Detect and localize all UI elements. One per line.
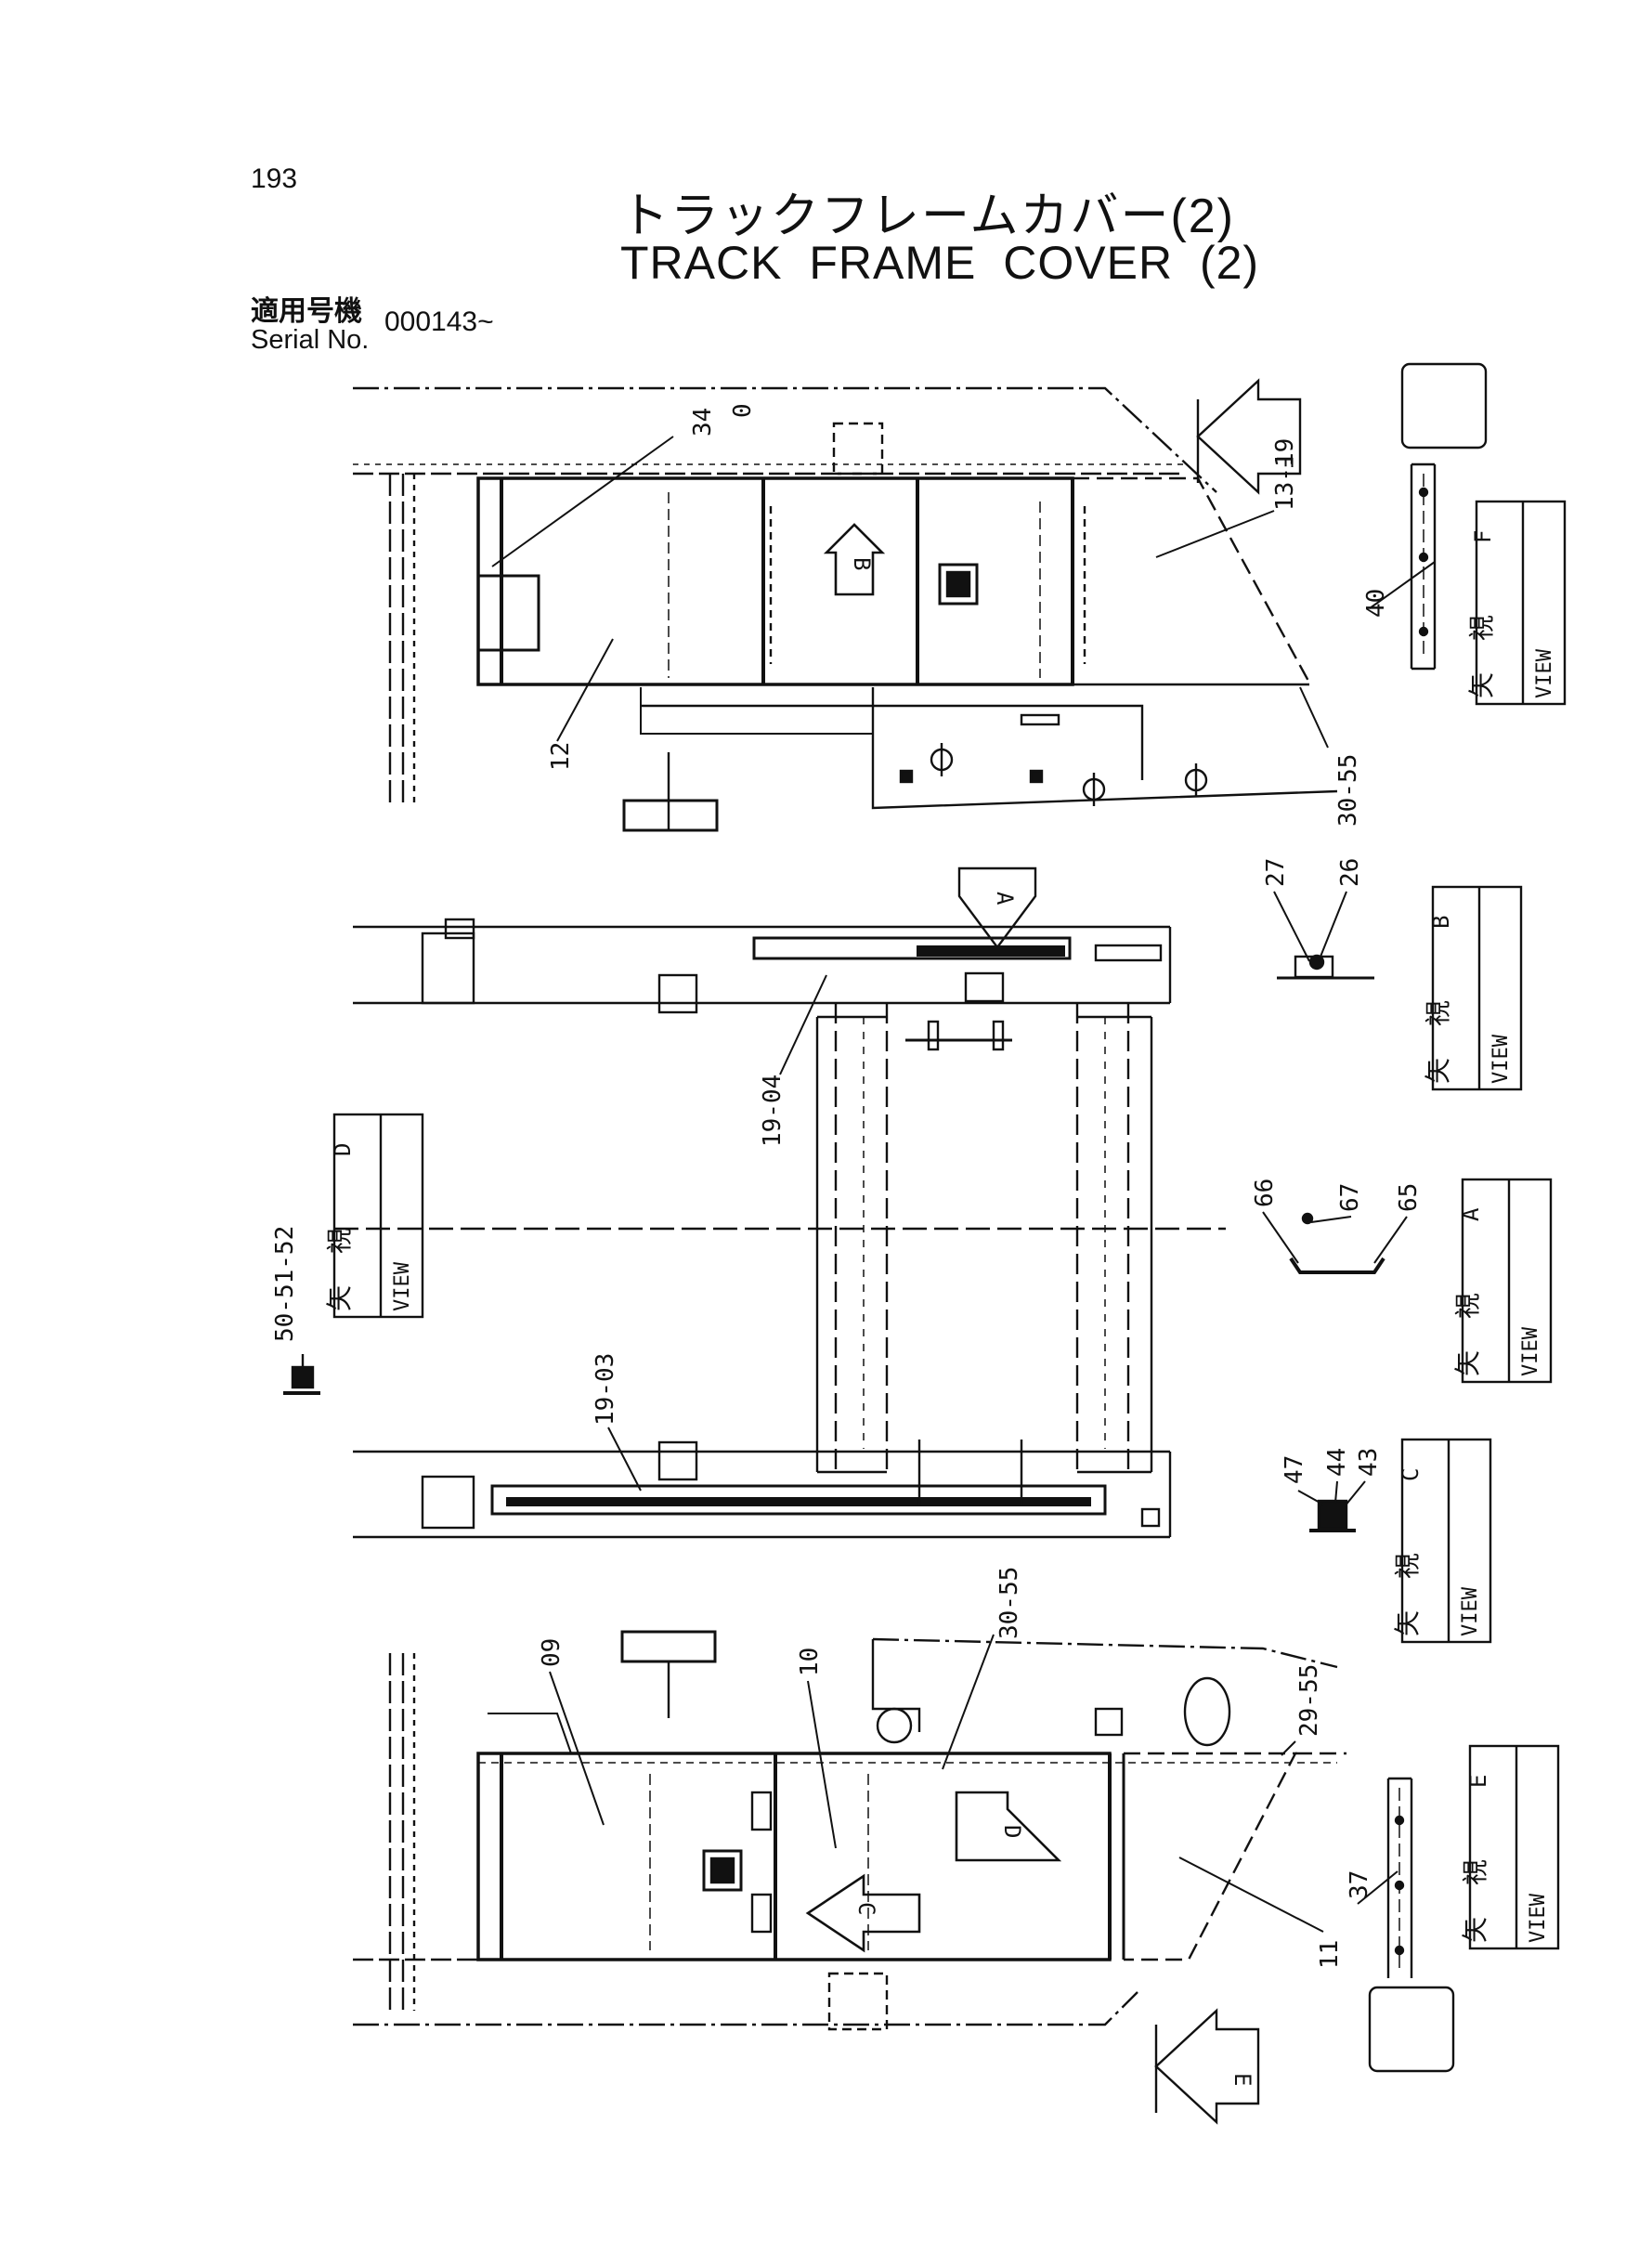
view-box-a-text: 矢 視 A VIEW xyxy=(1452,1207,1542,1376)
view-box-b xyxy=(1431,885,1523,1091)
arrow-letter-e: E xyxy=(1229,2073,1255,2086)
callout-65: 65 xyxy=(1395,1183,1423,1212)
view-f-word: VIEW xyxy=(1533,648,1556,698)
view-d-word: VIEW xyxy=(391,1261,414,1311)
callout-47: 47 xyxy=(1281,1455,1308,1484)
view-box-e-text: 矢 視 E VIEW xyxy=(1460,1775,1550,1943)
callout-44: 44 xyxy=(1323,1448,1351,1477)
middle-frame-assembly xyxy=(334,918,1226,1539)
arrow-letter-f: F xyxy=(1271,455,1297,468)
view-box-f xyxy=(1475,500,1567,706)
view-box-f-text: 矢 視 F VIEW xyxy=(1466,530,1556,698)
callout-34: 34 xyxy=(689,408,717,436)
view-c-letter: C xyxy=(1398,1468,1424,1481)
page-number: 193 xyxy=(251,163,298,194)
arrow-letter-d: D xyxy=(999,1825,1025,1838)
view-a-kanji-2: 視 xyxy=(1452,1293,1483,1319)
view-f-letter: F xyxy=(1470,530,1496,543)
view-b-letter: B xyxy=(1428,916,1454,929)
view-a-word: VIEW xyxy=(1519,1326,1542,1376)
view-box-c xyxy=(1400,1438,1492,1644)
view-b-word: VIEW xyxy=(1489,1034,1513,1084)
callout-19-04: 19-04 xyxy=(759,1075,787,1147)
detail-43-44-47-part xyxy=(1309,1499,1356,1532)
view-c-word: VIEW xyxy=(1459,1586,1482,1636)
arrow-letter-c: C xyxy=(853,1902,879,1915)
callout-27: 27 xyxy=(1262,858,1290,887)
callout-40: 40 xyxy=(1362,589,1390,618)
callout-50-51-52: 50-51-52 xyxy=(271,1226,299,1342)
view-a-kanji-1: 矢 xyxy=(1452,1350,1483,1376)
view-arrow-a xyxy=(957,866,1037,950)
view-box-a xyxy=(1461,1178,1553,1384)
view-arrow-e xyxy=(1154,2008,1260,2125)
page-title-japanese: トラックフレームカバー(2) xyxy=(620,189,1235,243)
serial-label-english: Serial No. xyxy=(251,325,370,355)
view-f-kanji-1: 矢 xyxy=(1466,672,1497,698)
view-b-kanji-2: 視 xyxy=(1423,1000,1453,1026)
callout-43: 43 xyxy=(1355,1448,1383,1477)
callout-30-55-top: 30-55 xyxy=(1334,754,1362,827)
view-a-letter: A xyxy=(1458,1207,1484,1221)
callout-12: 12 xyxy=(547,742,575,771)
callout-26: 26 xyxy=(1336,858,1364,887)
bottom-frame-assembly xyxy=(353,1630,1346,2031)
top-frame-assembly xyxy=(353,386,1338,832)
callout-11: 11 xyxy=(1316,1940,1344,1969)
callout-30-55-bottom: 30-55 xyxy=(995,1567,1023,1639)
detail-50-51-52-part xyxy=(283,1354,320,1395)
view-d-letter: D xyxy=(330,1143,356,1156)
callout-29-55: 29-55 xyxy=(1295,1664,1323,1737)
view-e-letter: E xyxy=(1465,1775,1491,1788)
view-box-c-text: 矢 視 C VIEW xyxy=(1392,1468,1482,1636)
view-c-kanji-2: 視 xyxy=(1392,1553,1423,1579)
callout-0: 0 xyxy=(729,403,757,418)
view-d-kanji-1: 矢 xyxy=(324,1285,355,1311)
detail-26-27-part xyxy=(1277,954,1374,980)
callout-13-19: 13-19 xyxy=(1271,438,1299,511)
view-box-e xyxy=(1468,1744,1560,1950)
arrow-letter-b: B xyxy=(849,557,875,570)
view-f-kanji-2: 視 xyxy=(1466,615,1497,641)
view-b-kanji-1: 矢 xyxy=(1423,1058,1453,1084)
serial-number-value: 000143~ xyxy=(384,306,494,337)
detail-65-66-67-part xyxy=(1289,1212,1385,1274)
view-box-d xyxy=(332,1113,424,1319)
view-box-d-text: 矢 視 D VIEW xyxy=(324,1143,414,1311)
callout-10: 10 xyxy=(796,1648,824,1676)
detail-37-part xyxy=(1368,1777,1455,2073)
view-e-kanji-1: 矢 xyxy=(1460,1917,1490,1943)
page-title-english: TRACK FRAME COVER (2) xyxy=(620,237,1260,289)
callout-19-03: 19-03 xyxy=(592,1353,619,1426)
serial-label-japanese: 適用号機 xyxy=(251,296,362,327)
arrow-letter-a: A xyxy=(992,892,1018,905)
view-arrow-f xyxy=(1196,378,1302,495)
view-c-kanji-1: 矢 xyxy=(1392,1610,1423,1636)
detail-40-part xyxy=(1400,362,1488,671)
view-e-kanji-2: 視 xyxy=(1460,1859,1490,1885)
view-e-word: VIEW xyxy=(1527,1893,1550,1943)
view-d-kanji-2: 視 xyxy=(324,1228,355,1254)
callout-67: 67 xyxy=(1336,1183,1364,1212)
callout-09: 09 xyxy=(538,1638,566,1667)
callout-66: 66 xyxy=(1251,1179,1279,1207)
view-box-b-text: 矢 視 B VIEW xyxy=(1423,916,1513,1084)
callout-37: 37 xyxy=(1346,1870,1373,1899)
